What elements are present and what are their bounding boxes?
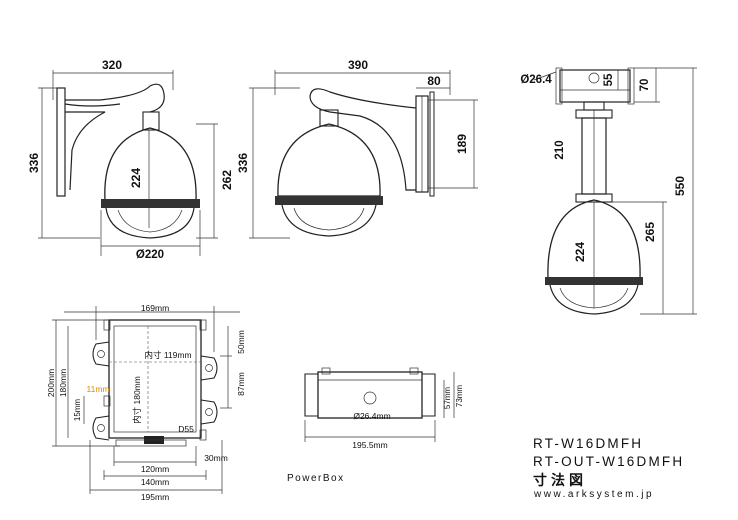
powerbox-side-view: Ø26.4mm 57mm 73mm 195.5mm <box>304 367 464 450</box>
dim-550: 550 <box>673 176 687 196</box>
mount-arm <box>65 83 165 113</box>
dim-55: 55 <box>603 73 615 86</box>
dim-195mm: 195mm <box>141 492 169 502</box>
ear-top-right <box>200 355 218 381</box>
dim-320: 320 <box>102 58 122 72</box>
pendant-dome-glass <box>549 284 639 315</box>
dome-glass <box>105 207 195 239</box>
model-number-1: RT-W16DMFH <box>533 436 644 451</box>
drawing-title: 寸法図 <box>533 473 587 489</box>
dim-265: 265 <box>643 222 657 242</box>
ear-top-left <box>92 341 110 367</box>
dim-210: 210 <box>554 140 566 159</box>
front-view: 390 80 336 189 <box>236 58 478 239</box>
dim-73mm: 73mm <box>455 385 464 408</box>
dome-housing <box>104 127 197 201</box>
dim-87mm: 87mm <box>236 372 246 396</box>
dim-169mm: 169mm <box>141 303 169 313</box>
dim-pipe-diameter: Ø26.4 <box>520 74 552 86</box>
side-box-body <box>317 371 423 419</box>
website-link[interactable]: www.arksystem.jp <box>534 489 655 500</box>
ear-bottom-right <box>200 399 218 425</box>
dim-11mm: 11mm <box>87 384 110 394</box>
dim-57mm: 57mm <box>443 387 452 410</box>
mount-arm-inner <box>64 103 121 107</box>
box-body <box>108 319 202 439</box>
dim-180mm: 180mm <box>58 369 68 397</box>
ear-bottom-left <box>92 415 110 441</box>
dim-50mm: 50mm <box>236 330 246 354</box>
powerbox-front-view: 169mm 内寸 119mm 内寸 180mm 200mm 180mm 11mm… <box>46 303 246 502</box>
mount-arm-lower <box>65 111 106 191</box>
dim-120mm: 120mm <box>141 464 169 474</box>
pipe-hole <box>588 72 600 84</box>
side-view: 320 336 224 262 Ø220 <box>27 58 234 261</box>
dim-224-pendant: 224 <box>573 242 587 262</box>
wall-plate <box>56 87 66 197</box>
dim-inner-119: 内寸 119mm <box>144 350 191 360</box>
dim-200mm: 200mm <box>46 369 56 397</box>
dim-inner-180: 内寸 180mm <box>132 376 142 424</box>
front-dome-glass <box>281 204 377 237</box>
dim-224-side: 224 <box>129 168 143 188</box>
dome-band <box>101 199 200 208</box>
neck <box>142 111 160 131</box>
side-ear-left <box>304 373 318 417</box>
ceiling-cap <box>559 69 631 103</box>
dim-dome-diameter: Ø220 <box>136 249 164 261</box>
dim-15mm: 15mm <box>73 399 82 422</box>
dome-glass-inner <box>117 209 183 233</box>
dim-140mm: 140mm <box>141 477 169 487</box>
front-arm <box>309 88 417 191</box>
dim-70: 70 <box>639 79 651 92</box>
d55-mark: D55 <box>178 424 194 434</box>
dim-262: 262 <box>220 170 234 190</box>
dim-30mm: 30mm <box>204 453 228 463</box>
dim-189: 189 <box>455 134 469 154</box>
powerbox-caption: PowerBox <box>287 473 345 484</box>
dim-hole-26-4: Ø26.4mm <box>353 411 390 421</box>
dim-390: 390 <box>348 58 368 72</box>
pendant-dome-housing <box>547 199 641 279</box>
side-ear-right <box>422 373 436 417</box>
model-number-2: RT-OUT-W16DMFH <box>533 454 685 469</box>
dim-336-side: 336 <box>27 153 41 173</box>
dim-195-5mm: 195.5mm <box>352 440 387 450</box>
dim-336-front: 336 <box>236 153 250 173</box>
front-dome-housing <box>277 123 381 197</box>
pendant-view: Ø26.4 55 70 210 550 224 265 <box>520 67 697 315</box>
dim-80: 80 <box>427 74 441 88</box>
